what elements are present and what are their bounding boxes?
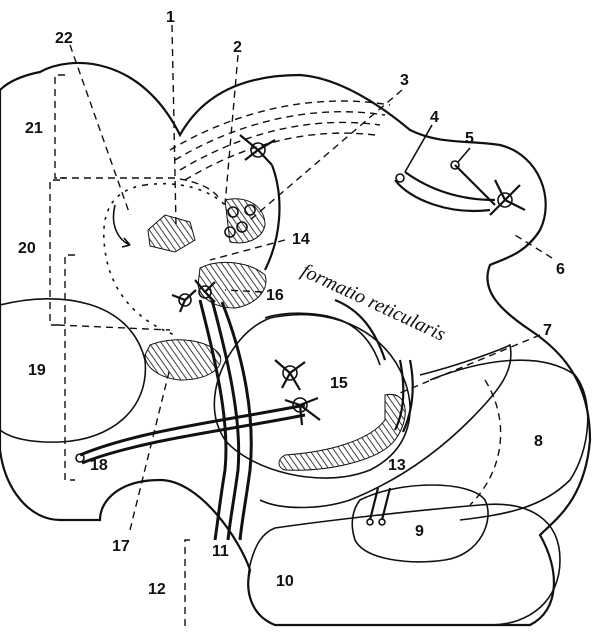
label-22: 22 — [55, 30, 73, 47]
arrow-22 — [112, 204, 131, 248]
neurons-15 — [274, 359, 321, 426]
label-10: 10 — [276, 573, 294, 590]
oval-9 — [351, 484, 489, 563]
fiber-13 — [368, 487, 392, 521]
label-4: 4 — [430, 109, 439, 126]
label-3: 3 — [400, 72, 409, 89]
label-19: 19 — [28, 362, 46, 379]
pons-compartment-10 — [247, 503, 561, 626]
fiber-13-end-b — [378, 518, 386, 526]
reticular-fibers — [334, 298, 414, 433]
leader-22 — [69, 44, 131, 216]
nucleus-16-hatch — [197, 261, 267, 309]
label-21: 21 — [25, 120, 43, 137]
label-12: 12 — [148, 581, 166, 598]
label-16: 16 — [266, 287, 284, 304]
leader-2 — [224, 54, 239, 206]
neurons-4-6 — [394, 160, 526, 216]
fiber-18-upper — [79, 403, 306, 457]
label-13: 13 — [388, 457, 406, 474]
bracket-12 — [184, 539, 190, 630]
label-11: 11 — [212, 543, 229, 560]
hatched-crescent — [278, 394, 406, 471]
neuron-upper — [239, 134, 281, 271]
bracket-21 — [54, 74, 65, 179]
label-6: 6 — [556, 261, 565, 278]
region-15-outline — [213, 313, 411, 479]
label-20: 20 — [18, 240, 36, 257]
fiber-bundle-11c — [220, 301, 253, 541]
brainstem-outline — [0, 61, 592, 627]
leader-1 — [171, 24, 177, 226]
fiber-13-end-a — [366, 518, 374, 526]
fiber-18-lower — [81, 413, 306, 465]
label-14: 14 — [292, 231, 310, 248]
neurons-16 — [171, 279, 216, 313]
label-2: 2 — [233, 39, 242, 56]
label-17: 17 — [112, 538, 130, 555]
label-5: 5 — [465, 130, 474, 147]
region-19-outline — [0, 298, 147, 443]
nucleus-22 — [147, 214, 196, 253]
pons-lobe-8 — [429, 359, 589, 521]
mid-bulge — [264, 312, 381, 366]
bracket-19 — [64, 254, 75, 481]
dotted-path-22 — [103, 182, 226, 336]
leader-7 — [394, 334, 541, 396]
label-1: 1 — [166, 9, 175, 26]
arched-fibers — [169, 100, 391, 181]
label-15: 15 — [330, 375, 348, 392]
leader-17 — [129, 367, 171, 531]
fiber-18-end — [75, 453, 85, 463]
leader-3 — [249, 89, 403, 221]
label-9: 9 — [415, 523, 424, 540]
region-20-dashed-outline — [57, 177, 221, 331]
leader-5 — [457, 147, 471, 163]
label-18: 18 — [90, 457, 108, 474]
nuclei-14-cluster — [224, 198, 266, 244]
region-13-outline — [259, 343, 512, 509]
label-7: 7 — [543, 322, 552, 339]
leader-4 — [404, 124, 433, 173]
fiber-bundle-11b — [210, 299, 241, 541]
nucleus-17-hatch — [144, 339, 222, 381]
label-8: 8 — [534, 433, 543, 450]
leader-6 — [514, 234, 553, 259]
bracket-20 — [49, 179, 60, 326]
pons-lobe-8-inner — [469, 379, 502, 506]
leader-14 — [209, 239, 286, 261]
fiber-bundle-11 — [198, 299, 228, 541]
leader-16 — [224, 289, 263, 293]
